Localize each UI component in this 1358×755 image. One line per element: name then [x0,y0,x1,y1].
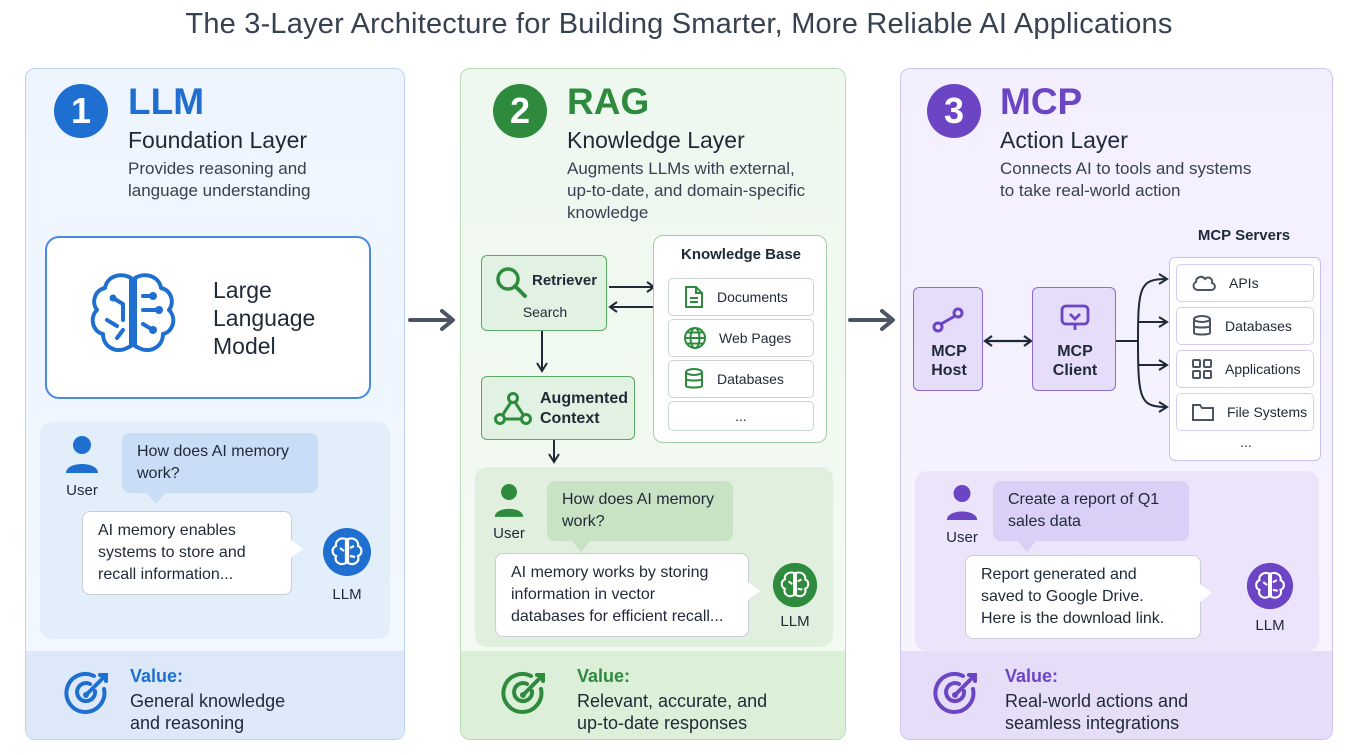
layer-description: Augments LLMs with external,up-to-date, … [567,159,806,222]
mcp-servers-box: APIs Databases Applications File Systems… [1169,257,1321,461]
layer-subtitle: Action Layer [1000,127,1128,153]
connection-icon [932,307,964,333]
page-title: The 3-Layer Architecture for Building Sm… [185,8,1173,40]
user-label: User [946,529,978,546]
database-icon [685,368,703,389]
search-label: Search [522,304,568,320]
user-label: User [66,482,98,499]
target-icon [933,672,977,714]
layer-subtitle: Foundation Layer [128,127,308,153]
llm-brain-icon [323,528,371,576]
layer-number-badge: 3 [927,84,981,138]
server-item-file-systems: File Systems [1176,393,1314,431]
layer-number-badge: 2 [493,84,547,138]
layer-title: RAG [567,81,650,122]
layer-number-badge: 1 [54,84,108,138]
user-avatar-icon [66,436,98,473]
cloud-icon [1192,275,1216,291]
client-icon [1060,304,1090,330]
kb-item-web-pages: Web Pages [668,319,814,357]
rag-layer-panel: 2 RAG Knowledge Layer Augments LLMs with… [460,68,846,740]
arrow-right-icon [848,309,895,331]
arrow-right-icon [408,309,455,331]
apps-grid-icon [1192,359,1212,379]
server-item-databases: Databases [1176,307,1314,345]
document-icon [685,286,703,308]
globe-icon [684,327,706,349]
layer-title: LLM [128,81,205,122]
server-item-apis: APIs [1176,264,1314,302]
llm-layer-panel: 1 LLM Foundation Layer Provides reasonin… [25,68,405,740]
knowledge-base-box: Knowledge Base Documents Web Pages Datab… [653,235,827,443]
fan-out-arrows [1116,273,1169,413]
llm-brain-icon [1246,562,1294,610]
llm-label: LLM [1255,617,1285,634]
value-title: Value: [577,666,631,686]
knowledge-base-title: Knowledge Base [680,246,802,263]
target-icon [64,672,108,714]
kb-item-documents: Documents [668,278,814,316]
arrow-down-icon [536,331,548,373]
bidirectional-arrows [608,281,656,313]
brain-circuit-icon [90,273,176,353]
bidirectional-arrow [983,335,1033,347]
retriever-box: Retriever Search [481,255,607,331]
target-icon [501,672,545,714]
retriever-label: Retriever [532,272,598,289]
folder-icon [1192,404,1214,421]
value-title: Value: [130,666,184,686]
user-label: User [493,525,525,542]
mcp-layer-panel: 3 MCP Action Layer Connects AI to tools … [900,68,1333,740]
layer-title: MCP [1000,81,1083,122]
network-icon [494,392,532,425]
llm-label: LLM [780,613,810,630]
value-title: Value: [1005,666,1059,686]
llm-brain-icon [772,562,818,608]
database-icon [1193,315,1211,336]
llm-label: LLM [332,586,362,603]
kb-item-more: ... [668,401,814,431]
layer-subtitle: Knowledge Layer [567,127,745,153]
search-icon [496,267,527,298]
mcp-servers-title: MCP Servers [1197,227,1291,244]
kb-item-databases: Databases [668,360,814,398]
user-avatar-icon [946,485,978,520]
server-item-more: ... [1240,434,1252,450]
arrow-down-icon [548,440,560,464]
server-item-applications: Applications [1176,350,1314,388]
user-avatar-icon [494,484,524,517]
